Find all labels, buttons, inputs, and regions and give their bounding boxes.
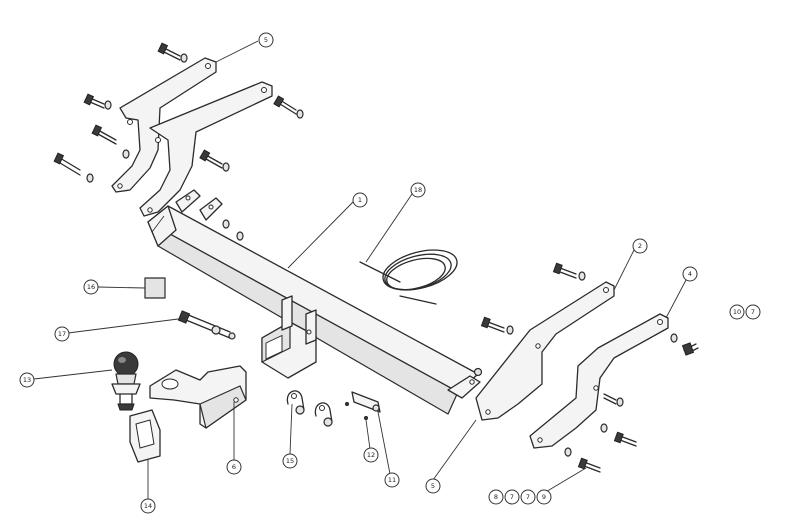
bolt-right-3 [670,333,699,356]
bolt-right-1 [552,262,586,281]
receiver-sleeve [129,409,161,463]
callout-8: 8 [488,489,504,505]
callout-12: 12 [363,447,379,463]
label-plate [144,277,166,299]
hitch-pin-clip [345,391,381,420]
callout-15: 15 [282,453,298,469]
safety-shackle-1 [286,390,305,415]
main-crossbar [147,189,481,415]
callout-4: 4 [682,266,698,282]
bolt-top-mid [273,95,304,119]
callout-2: 2 [632,238,648,254]
left-bracket-front [111,57,217,193]
bolt-top-left-1 [157,42,188,63]
bolt-right-2 [480,316,514,335]
svg-text:8: 8 [494,493,498,501]
callout-18: 18 [410,182,426,198]
callout-16: 16 [83,279,99,295]
wiring-coil [359,249,458,305]
svg-text:14: 14 [144,502,152,510]
right-bracket-rear [529,313,669,449]
svg-text:1: 1 [358,196,362,204]
bolt-right-5 [600,423,637,447]
svg-text:11: 11 [388,476,396,484]
callout-10: 10 [729,304,745,320]
svg-text:18: 18 [414,186,422,194]
callout-17: 17 [54,326,70,342]
receiver-hitch [261,295,317,379]
bolt-top-left-3 [91,124,130,159]
callout-9: 9 [536,489,552,505]
leader-lines [33,40,687,500]
nut-left-1 [222,219,230,229]
callout-6: 6 [226,459,242,475]
svg-text:7: 7 [510,493,514,501]
svg-text:10: 10 [733,308,741,316]
bolt-top-left-2 [83,93,112,110]
callout-7-right: 7 [745,304,761,320]
left-bracket-rear [139,81,273,217]
svg-text:7: 7 [526,493,530,501]
svg-text:16: 16 [87,283,95,291]
svg-text:4: 4 [688,270,692,278]
safety-shackle-2 [314,402,333,427]
svg-text:6: 6 [232,463,236,471]
callout-7a: 7 [504,489,520,505]
svg-text:15: 15 [286,457,294,465]
svg-text:5: 5 [431,482,435,490]
callout-7b: 7 [520,489,536,505]
ball-mount [149,365,247,429]
bolt-mid-left [199,149,230,172]
svg-text:13: 13 [23,376,31,384]
callout-14: 14 [140,498,156,514]
bolt-top-left-4 [53,152,94,183]
callout-11: 11 [384,472,400,488]
nut-left-2 [236,231,244,241]
callout-13: 13 [19,372,35,388]
pin-bolt [177,310,236,340]
tow-ball [111,351,141,411]
callout-5-bottom: 5 [425,478,441,494]
svg-text:9: 9 [542,493,546,501]
svg-text:5: 5 [264,36,268,44]
svg-text:17: 17 [58,330,66,338]
callout-1: 1 [352,192,368,208]
nut-right-end [473,367,483,377]
bolt-right-4 [603,393,624,407]
right-bracket-front [475,281,615,421]
svg-text:12: 12 [367,451,375,459]
bolt-right-6 [564,447,601,473]
svg-text:2: 2 [638,242,642,250]
svg-text:7: 7 [751,308,755,316]
callout-5-top: 5 [258,32,274,48]
